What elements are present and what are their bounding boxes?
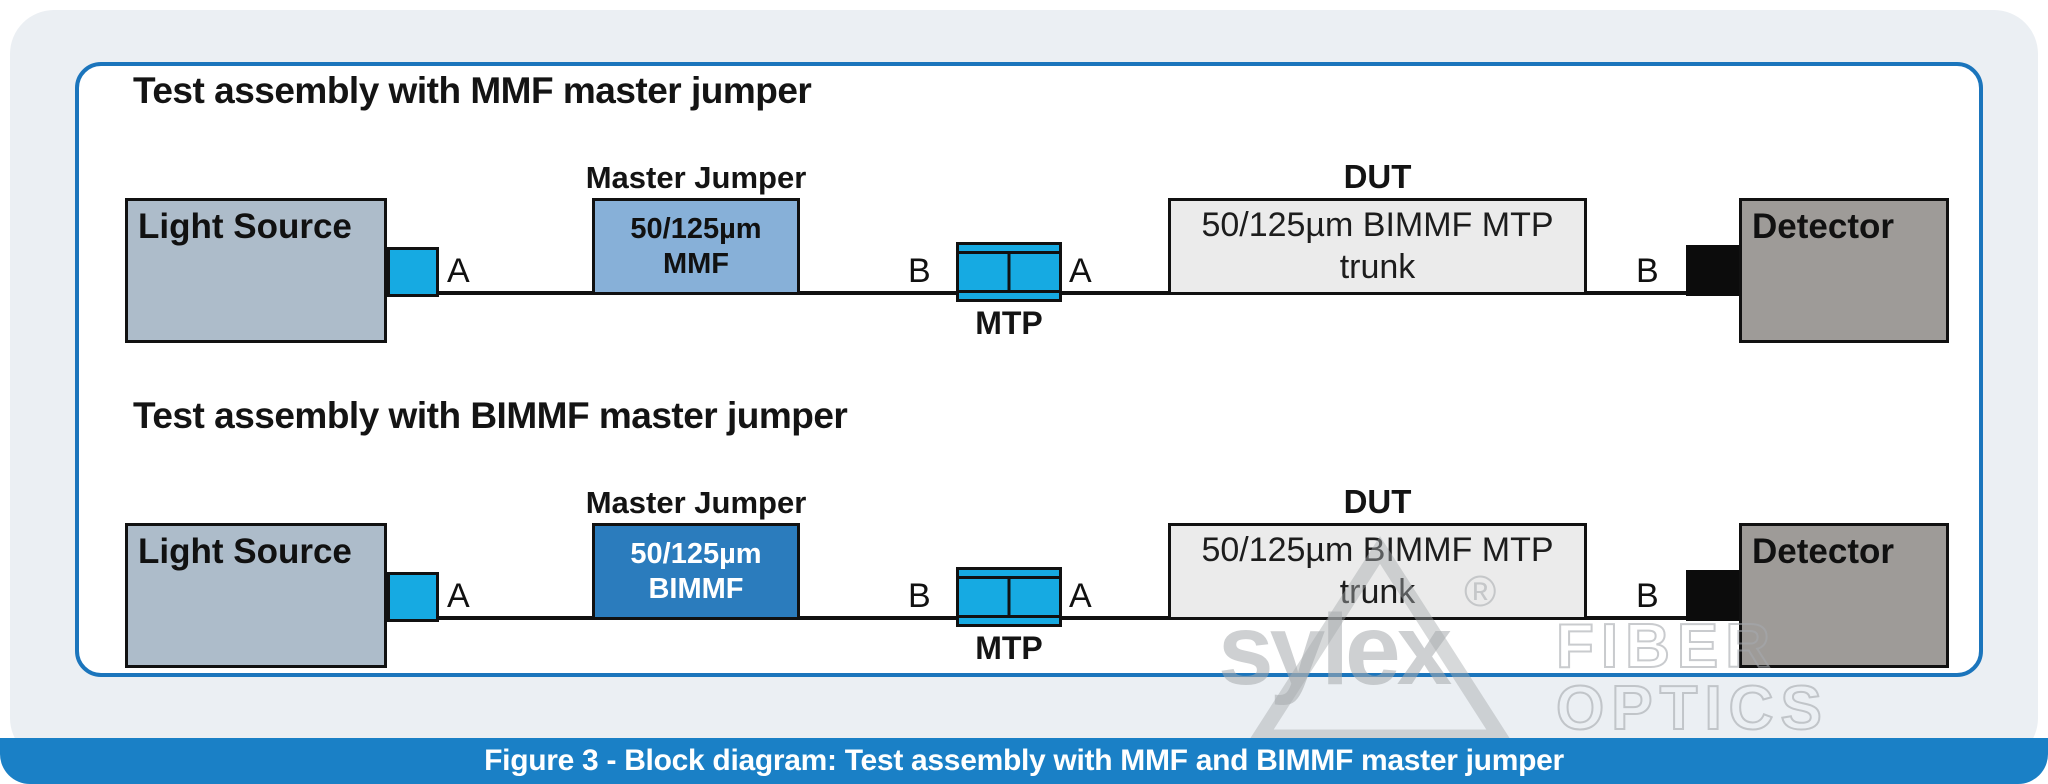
detector-box: Detector xyxy=(1739,523,1949,668)
fiber-line xyxy=(439,291,1689,295)
detector-port-label: B xyxy=(1636,577,1659,615)
mtp-left-port-label: B xyxy=(908,252,931,290)
jumper-fiber-spec: 50/125µm xyxy=(630,212,762,245)
source-connector xyxy=(387,247,439,297)
jumper-fiber-type: BIMMF xyxy=(648,573,744,605)
mtp-connector-bottom-line xyxy=(959,615,1059,618)
fiber-line xyxy=(439,616,1689,620)
jumper-fiber-spec: 50/125µm xyxy=(630,537,762,570)
detector-box: Detector xyxy=(1739,198,1949,343)
mtp-connector-bottom-line xyxy=(959,290,1059,293)
dut-label: DUT xyxy=(1343,483,1412,520)
detector-port-label: B xyxy=(1636,252,1659,290)
figure-caption-bar: Figure 3 - Block diagram: Test assembly … xyxy=(0,738,2048,784)
source-connector xyxy=(387,572,439,622)
dut-type: trunk xyxy=(1339,247,1416,286)
mtp-connector-divider xyxy=(1007,579,1011,615)
dut-type: trunk xyxy=(1339,572,1416,611)
source-port-label: A xyxy=(447,577,470,615)
detector-connector xyxy=(1686,570,1739,621)
detector-connector xyxy=(1686,245,1739,296)
assembly-title: Test assembly with MMF master jumper xyxy=(133,70,812,111)
mtp-caption: MTP xyxy=(975,630,1043,666)
mtp-caption: MTP xyxy=(975,305,1043,341)
light-source-label: Light Source xyxy=(138,207,352,246)
master-jumper-box: 50/125µm BIMMF xyxy=(592,523,800,620)
light-source-label: Light Source xyxy=(138,532,352,571)
mtp-left-port-label: B xyxy=(908,577,931,615)
dut-label: DUT xyxy=(1343,158,1412,195)
dut-fiber-spec: 50/125µm BIMMF MTP xyxy=(1201,531,1554,570)
dut-box: 50/125µm BIMMF MTP trunk xyxy=(1168,198,1587,295)
master-jumper-label: Master Jumper xyxy=(585,485,807,520)
detector-label: Detector xyxy=(1752,207,1894,246)
master-jumper-box: 50/125µm MMF xyxy=(592,198,800,295)
mtp-right-port-label: A xyxy=(1069,577,1092,615)
figure-caption: Figure 3 - Block diagram: Test assembly … xyxy=(484,744,1564,777)
dut-fiber-spec: 50/125µm BIMMF MTP xyxy=(1201,206,1554,245)
mtp-connector xyxy=(956,567,1062,627)
mtp-connector xyxy=(956,242,1062,302)
jumper-fiber-type: MMF xyxy=(662,248,730,280)
assembly-mmf: Test assembly with MMF master jumper Lig… xyxy=(125,70,1949,343)
light-source-box: Light Source xyxy=(125,198,387,343)
mtp-connector-divider xyxy=(1007,254,1011,290)
mtp-connector-top-line xyxy=(959,576,1059,579)
source-port-label: A xyxy=(447,252,470,290)
mtp-right-port-label: A xyxy=(1069,252,1092,290)
detector-label: Detector xyxy=(1752,532,1894,571)
mtp-connector-top-line xyxy=(959,251,1059,254)
dut-box: 50/125µm BIMMF MTP trunk xyxy=(1168,523,1587,620)
assembly-bimmf: Test assembly with BIMMF master jumper L… xyxy=(0,325,2048,717)
assembly-title: Test assembly with BIMMF master jumper xyxy=(133,395,848,436)
master-jumper-label: Master Jumper xyxy=(585,160,807,195)
light-source-box: Light Source xyxy=(125,523,387,668)
